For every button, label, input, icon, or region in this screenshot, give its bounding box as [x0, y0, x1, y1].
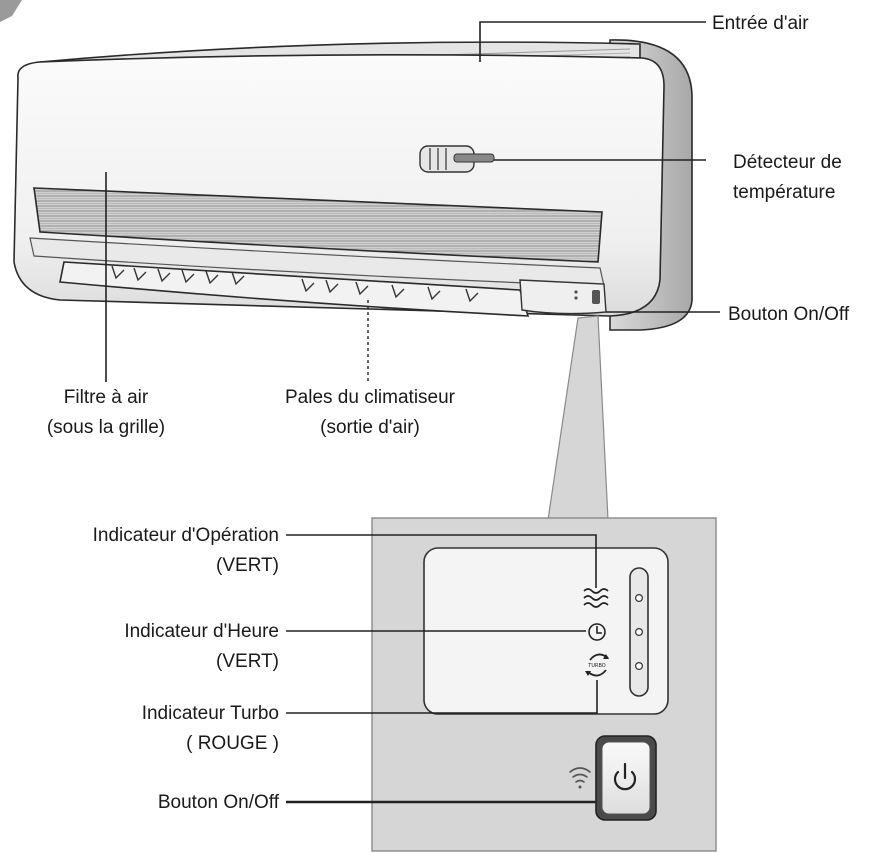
- corner-marker: [0, 0, 22, 22]
- label-temp-sensor-line1: Détecteur de: [733, 152, 842, 173]
- outlet-vane: [59, 261, 530, 317]
- label-filter-line2: (sous la grille): [47, 417, 165, 438]
- zoom-leader-lines: [286, 534, 598, 804]
- waves-icon: [583, 588, 609, 608]
- label-turbo-line2: ( ROUGE ): [186, 733, 279, 754]
- label-filter-line1: Filtre à air: [64, 387, 149, 408]
- label-onoff-unit: Bouton On/Off: [728, 304, 850, 325]
- label-operation-line1: Indicateur d'Opération: [93, 525, 279, 546]
- indicator-light-turbo: [634, 661, 643, 670]
- svg-text:TURBO: TURBO: [587, 663, 606, 669]
- label-turbo-line1: Indicateur Turbo: [142, 703, 279, 724]
- zoom-callout: TURBO: [371, 315, 717, 852]
- label-vanes-line1: Pales du climatiseur: [285, 387, 456, 408]
- unit-leader-lines: [105, 21, 720, 384]
- zoom-wedge: [547, 315, 609, 521]
- clock-icon: [588, 623, 606, 641]
- label-onoff-panel: Bouton On/Off: [158, 792, 280, 813]
- temperature-sensor: [419, 145, 495, 173]
- power-icon: [613, 762, 637, 791]
- wifi-icon: [569, 767, 591, 789]
- indicator-light-timer: [634, 627, 643, 636]
- label-timer-line2: (VERT): [216, 651, 279, 672]
- front-grille: [33, 187, 603, 263]
- turbo-icon: TURBO: [585, 653, 609, 677]
- indoor-unit: [13, 39, 693, 331]
- label-air-intake: Entrée d'air: [712, 13, 809, 34]
- label-timer-line1: Indicateur d'Heure: [124, 621, 279, 642]
- label-operation-line2: (VERT): [216, 555, 279, 576]
- label-vanes-line2: (sortie d'air): [320, 417, 420, 438]
- unit-display-box: [519, 279, 607, 315]
- louver-blades: [111, 265, 479, 303]
- label-temp-sensor-line2: température: [733, 182, 835, 203]
- indicator-light-operation: [634, 593, 643, 602]
